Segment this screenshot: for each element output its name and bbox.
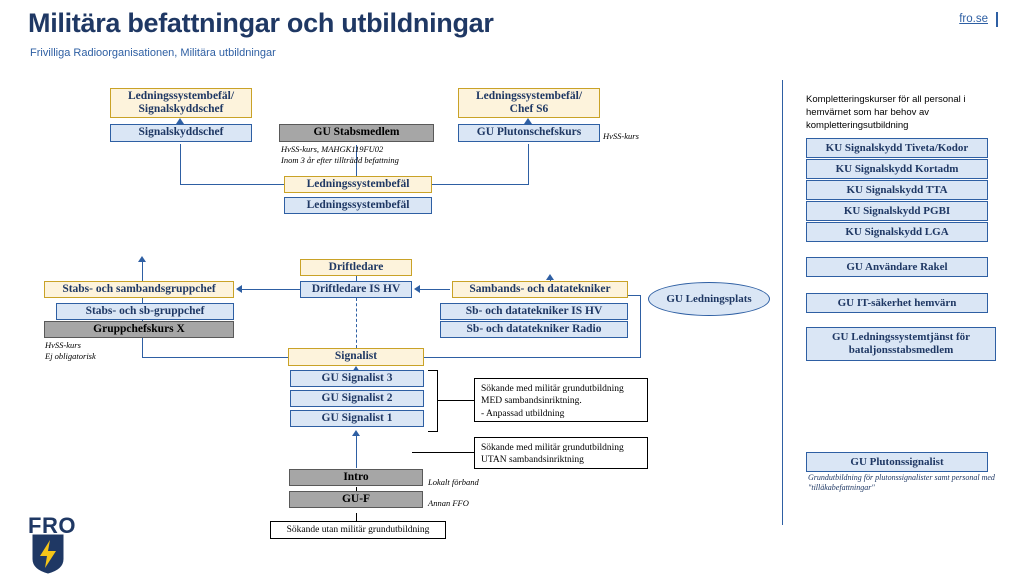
box-gu-plutonschefskurs[interactable]: GU Plutonschefskurs <box>458 124 600 142</box>
box-stabs-och-sb-gruppchef[interactable]: Stabs- och sb-gruppchef <box>56 303 234 320</box>
connector-signalist-right <box>418 357 640 358</box>
box-gu-signalist-1[interactable]: GU Signalist 1 <box>290 410 424 427</box>
connector-sokande-up <box>356 513 357 525</box>
note-gu-f: Annan FFO <box>428 498 469 508</box>
box-gu-stabsmedlem[interactable]: GU Stabsmedlem <box>279 124 434 142</box>
note-gu-plutonschefskurs: HvSS-kurs <box>603 131 639 141</box>
panel-item-ku-pgbi[interactable]: KU Signalskydd PGBI <box>806 201 988 221</box>
connector-driftledare-riser <box>356 276 357 282</box>
panel-item-ku-kortadm[interactable]: KU Signalskydd Kortadm <box>806 159 988 179</box>
box-gruppchefskurs-x[interactable]: Gruppchefskurs X <box>44 321 234 338</box>
connector-gruppchef-arrow-line <box>240 289 300 290</box>
ellipse-gu-ledningsplats[interactable]: GU Ledningsplats <box>648 282 770 316</box>
connector-ledning-left-riser <box>180 144 181 185</box>
box-gu-f[interactable]: GU-F <box>289 491 423 508</box>
connector-driftledare-dashed <box>356 298 357 348</box>
note-intro: Lokalt förband <box>428 477 479 487</box>
callout-utan-sambandsinriktning: Sökande med militär grundutbildning UTAN… <box>474 437 648 469</box>
connector-callout-utan <box>412 452 474 453</box>
box-ledningssystembefal-blue[interactable]: Ledningssystembefäl <box>284 197 432 214</box>
box-gu-signalist-3[interactable]: GU Signalist 3 <box>290 370 424 387</box>
brace-gu-signalist <box>428 370 438 432</box>
callout-med-sambandsinriktning: Sökande med militär grundutbildning MED … <box>474 378 648 422</box>
box-ledningssystembefal-signalskyddschef[interactable]: Ledningssystembefäl/ Signalskyddschef <box>110 88 252 118</box>
box-ledningssystembefal-chef-s6[interactable]: Ledningssystembefäl/ Chef S6 <box>458 88 600 118</box>
arrow-datatekniker-left <box>414 285 420 293</box>
box-signalskyddschef[interactable]: Signalskyddschef <box>110 124 252 142</box>
connector-brace-to-callout <box>437 400 475 401</box>
arrow-gruppchef-left <box>236 285 242 293</box>
fro-shield-icon <box>32 534 64 574</box>
box-stabs-och-sambandsgruppchef[interactable]: Stabs- och sambandsgruppchef <box>44 281 234 298</box>
note-gu-stabsmedlem: HvSS-kurs, MAHGK119FU02 Inom 3 år efter … <box>281 144 399 165</box>
connector-signalist-left <box>142 357 302 358</box>
page-title: Militära befattningar och utbildningar <box>28 8 494 38</box>
connector-signalist-right-riser <box>640 295 641 358</box>
panel-intro-text: Kompletteringskurser för all personal i … <box>806 94 966 131</box>
box-sb-och-datatekniker-is-hv[interactable]: Sb- och datatekniker IS HV <box>440 303 628 320</box>
page-subtitle: Frivilliga Radioorganisationen, Militära… <box>30 47 276 59</box>
connector-ledning-right <box>432 184 528 185</box>
arrow-signalskyddschef-up <box>176 118 184 124</box>
box-intro[interactable]: Intro <box>289 469 423 486</box>
connector-datatekniker-line <box>418 289 450 290</box>
connector-ledning-left <box>180 184 284 185</box>
panel-note-plutonssignalist: Grundutbildning för plutonssignalister s… <box>808 473 995 492</box>
panel-item-gu-plutonssignalist[interactable]: GU Plutonssignalist <box>806 452 988 472</box>
panel-item-ku-tta[interactable]: KU Signalskydd TTA <box>806 180 988 200</box>
box-gu-signalist-2[interactable]: GU Signalist 2 <box>290 390 424 407</box>
box-sambands-och-datatekniker[interactable]: Sambands- och datatekniker <box>452 281 628 298</box>
header-accent-bar <box>996 12 998 27</box>
panel-item-gu-anvandare-rakel[interactable]: GU Användare Rakel <box>806 257 988 277</box>
box-driftledare[interactable]: Driftledare <box>300 259 412 276</box>
box-ledningssystembefal-cream[interactable]: Ledningssystembefäl <box>284 176 432 193</box>
note-gruppchefskurs: HvSS-kurs Ej obligatorisk <box>45 340 96 361</box>
panel-item-gu-it-sakerhet[interactable]: GU IT-säkerhet hemvärn <box>806 293 988 313</box>
fro-logo-text: FRO <box>28 513 76 538</box>
panel-item-gu-ledningssystemtjanst[interactable]: GU Ledningssystemtjänst för bataljonssta… <box>806 327 996 361</box>
connector-ledning-right-riser <box>528 144 529 185</box>
panel-item-ku-tiveta-kodor[interactable]: KU Signalskydd Tiveta/Kodor <box>806 138 988 158</box>
panel-divider <box>782 80 783 525</box>
fro-website-link[interactable]: fro.se <box>959 13 988 25</box>
box-signalist[interactable]: Signalist <box>288 348 424 366</box>
box-driftledare-is-hv[interactable]: Driftledare IS HV <box>300 281 412 298</box>
arrow-stabsgruppchef-up <box>138 256 146 262</box>
connector-stabsmedlem-riser <box>356 145 357 184</box>
connector-intro-up <box>356 434 357 468</box>
box-sb-och-datatekniker-radio[interactable]: Sb- och datatekniker Radio <box>440 321 628 338</box>
arrow-signalist-up <box>352 366 360 372</box>
panel-item-ku-lga[interactable]: KU Signalskydd LGA <box>806 222 988 242</box>
box-sokande-utan-grundutbildning[interactable]: Sökande utan militär grundutbildning <box>270 521 446 539</box>
arrow-intro-up <box>352 430 360 436</box>
